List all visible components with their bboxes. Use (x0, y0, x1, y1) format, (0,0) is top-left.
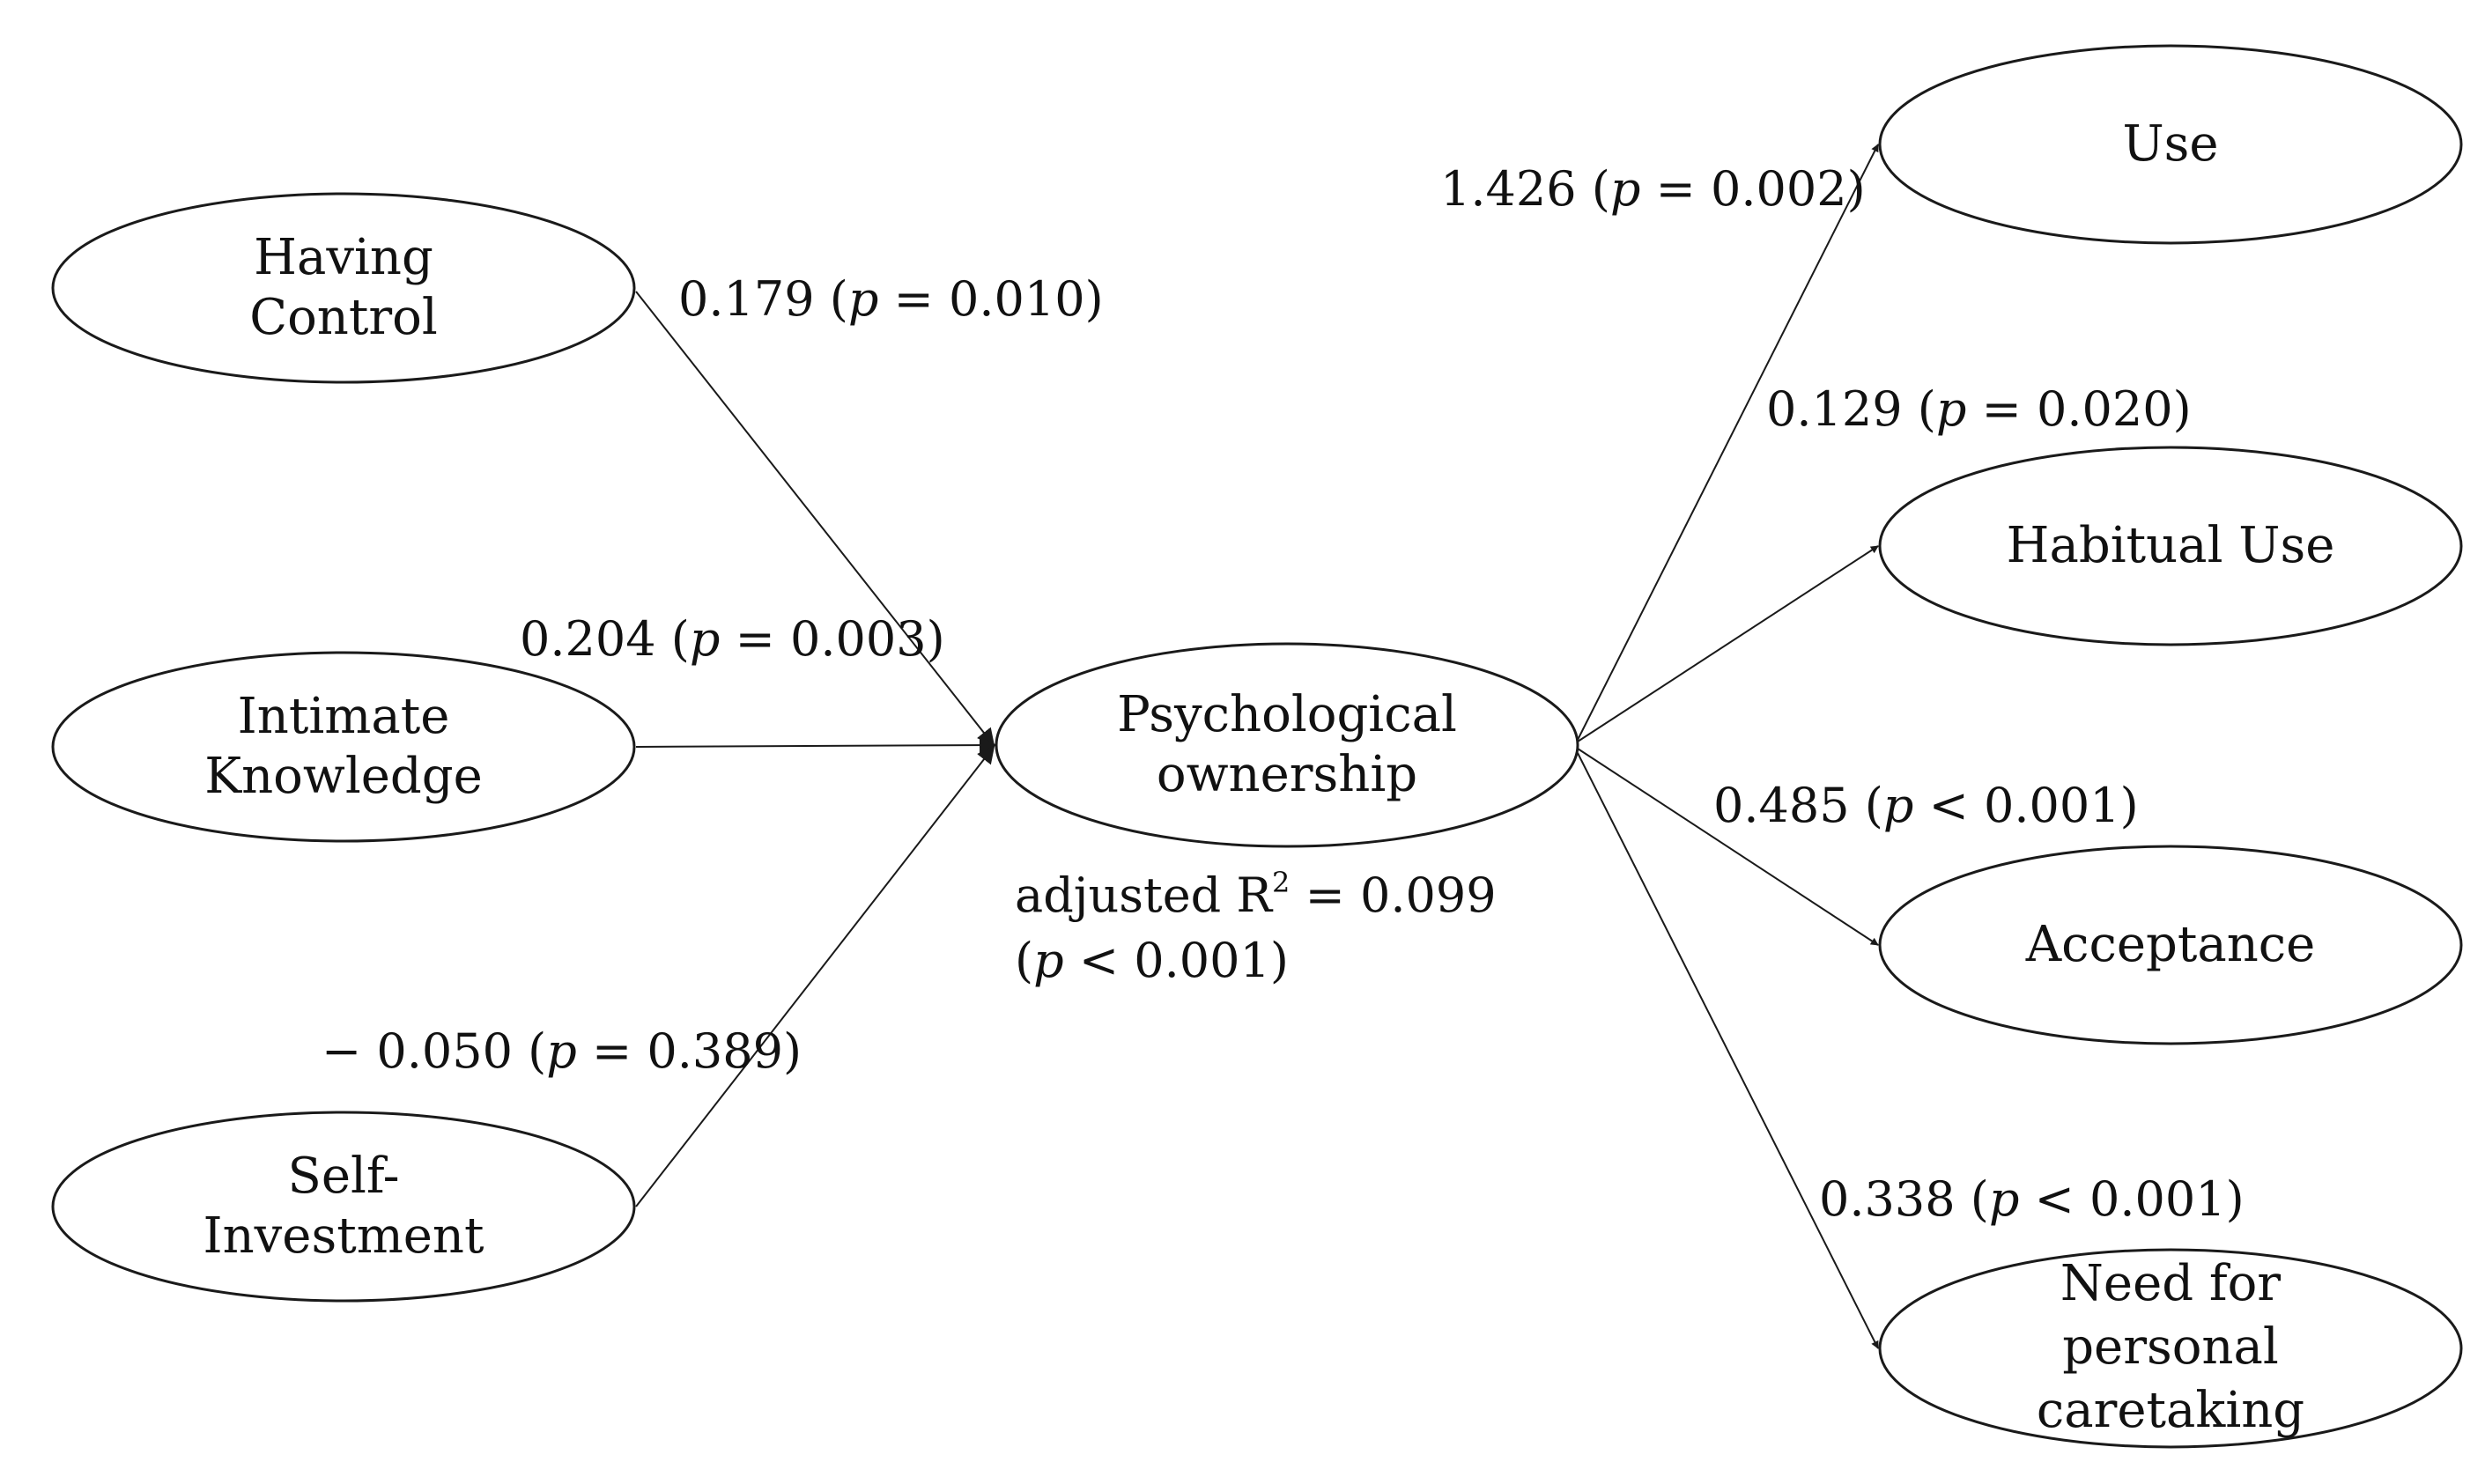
path-habitual-use (1577, 545, 1879, 742)
path-acceptance (1577, 748, 1879, 946)
node-habitual-use (1878, 446, 2463, 646)
coef-label-intimate-knowledge: 0.204 (p = 0.003) (520, 611, 945, 667)
coef-label-self-investment: − 0.050 (p = 0.389) (322, 1023, 802, 1079)
path-use (1577, 144, 1879, 741)
path-intimate-knowledge (635, 736, 997, 755)
path-need-for-caretaking (1577, 752, 1879, 1349)
node-label-self-investment: Self- Investment (203, 1148, 484, 1265)
coef-label-habitual-use: 0.129 (p = 0.020) (1766, 381, 2192, 437)
node-self-investment (51, 1111, 636, 1303)
coef-label-having-control: 0.179 (p = 0.010) (678, 271, 1104, 327)
path-having-control (635, 291, 995, 747)
node-intimate-knowledge (51, 651, 636, 843)
node-label-habitual-use: Habitual Use (2006, 517, 2335, 574)
node-label-use: Use (2122, 115, 2219, 173)
node-label-having-control: Having Control (249, 229, 438, 346)
node-need-for-caretaking (1878, 1248, 2463, 1449)
node-use (1878, 44, 2463, 245)
node-acceptance (1878, 845, 2463, 1045)
coef-label-use: 1.426 (p = 0.002) (1440, 161, 1866, 217)
node-label-psychological-ownership: Psychological ownership (1117, 686, 1457, 803)
r-squared-p-label: (p < 0.001) (1015, 933, 1289, 988)
path-self-investment (635, 745, 995, 1207)
node-having-control (51, 192, 636, 384)
coef-label-need-for-caretaking: 0.338 (p < 0.001) (1819, 1171, 2245, 1227)
node-label-acceptance: Acceptance (2025, 916, 2316, 973)
coef-label-acceptance: 0.485 (p < 0.001) (1713, 778, 2139, 833)
node-label-need-for-caretaking: Need for personal caretaking (2036, 1255, 2305, 1439)
node-label-intimate-knowledge: Intimate Knowledge (204, 688, 483, 805)
r-squared-label: adjusted R2 = 0.099 (1015, 866, 1497, 923)
